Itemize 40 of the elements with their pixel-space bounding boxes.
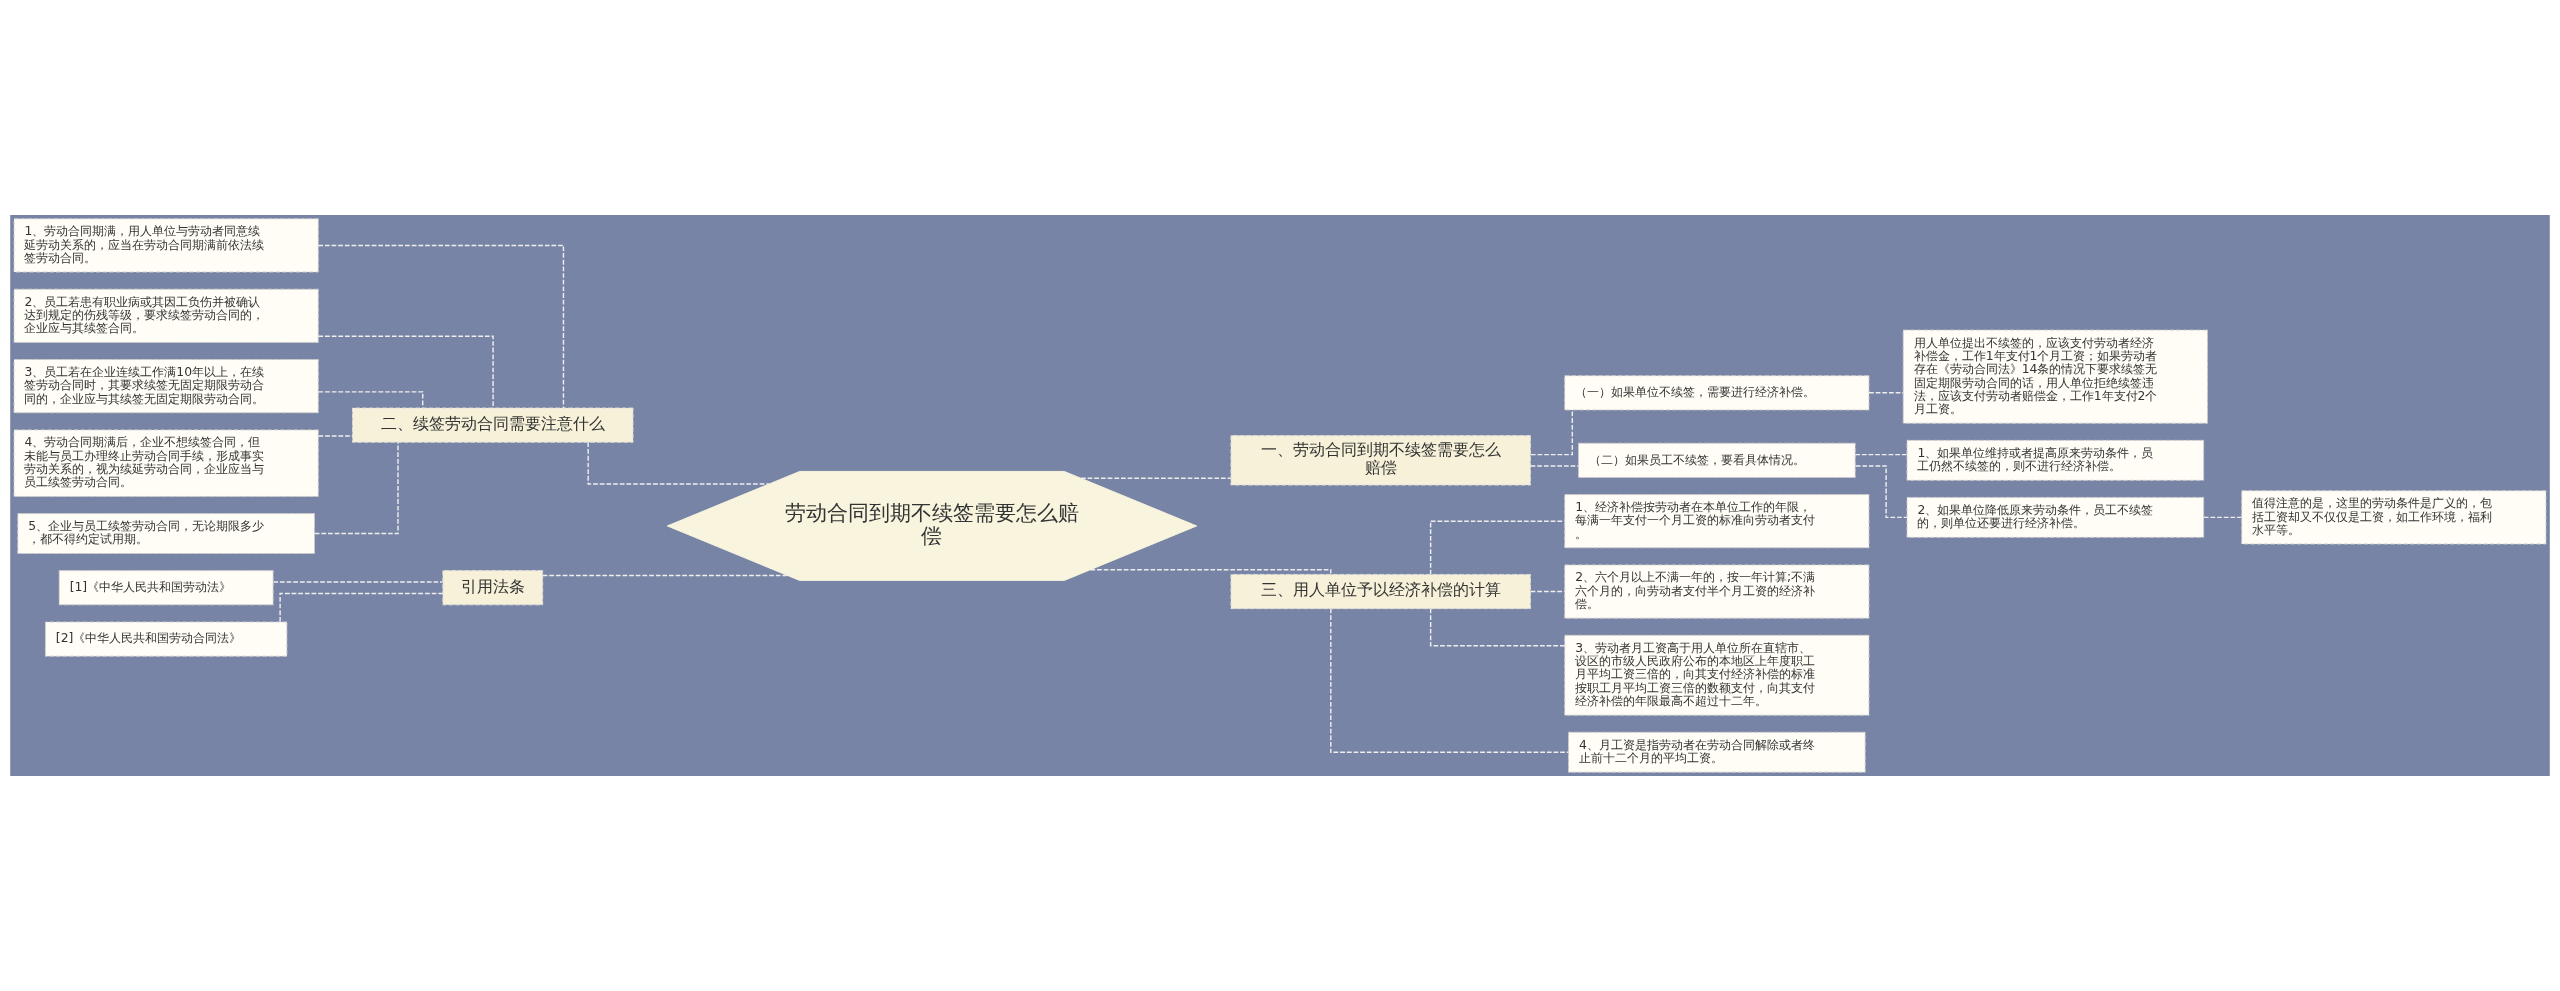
node-box: [2]《中华人民共和国劳动合同法》 xyxy=(44,621,288,657)
connector xyxy=(1429,520,1566,575)
connector xyxy=(1080,477,1232,480)
node-box: 2、如果单位降低原来劳动条件，员工不续签的，则单位还要进行经济补偿。 xyxy=(1906,496,2205,538)
connector xyxy=(1089,568,1332,576)
node-box: 3、员工若在企业连续工作满10年以上，在续签劳动合同时，其要求续签无固定期限劳动合同的，企业应与其续签无固定期限劳动合同。 xyxy=(13,359,319,414)
connector xyxy=(317,335,494,409)
node-box: 用人单位提出不续签的，应该支付劳动者经济补偿金，工作1年支付1个月工资；如果劳动者存在《劳动合同法》14条的情况下要求续签无固定期限劳动合同的话，用人单位拒绝续签违法，应该支付劳动者赔偿金，工作1年支付2个月工资。 xyxy=(1902,329,2208,424)
connector xyxy=(317,391,424,409)
node-box: 二、续签劳动合同需要注意什么 xyxy=(352,407,634,443)
node-box: 5、企业与员工续签劳动合同，无论期限多少，都不得约定试用期。 xyxy=(17,513,315,554)
node-box: （二）如果员工不续签，要看具体情况。 xyxy=(1578,442,1856,478)
connector xyxy=(317,244,565,409)
connector xyxy=(542,574,789,577)
connector xyxy=(313,441,399,535)
node-box: 2、员工若患有职业病或其因工负伤并被确认达到规定的伤残等级，要求续签劳动合同的，企业应与其续签合同。 xyxy=(13,288,319,343)
connector xyxy=(279,592,444,623)
node-box: 1、劳动合同期满，用人单位与劳动者同意续延劳动关系的，应当在劳动合同期满前依法续签劳动合同。 xyxy=(13,218,319,273)
node-box: 3、劳动者月工资高于用人单位所在直辖市、设区的市级人民政府公布的本地区上年度职工月平均工资三倍的，向其支付经济补偿的标准按职工月平均工资三倍的数额支付，向其支付经济补偿的年限最高不超过十二年。 xyxy=(1564,634,1870,716)
connector xyxy=(272,581,444,583)
node-box: 4、月工资是指劳动者在劳动合同解除或者终止前十二个月的平均工资。 xyxy=(1568,731,1866,773)
node-box: 引用法条 xyxy=(442,570,544,606)
node-box: 1、如果单位维持或者提高原来劳动条件，员工仍然不续签的，则不进行经济补偿。 xyxy=(1906,439,2205,481)
connector xyxy=(1530,409,1574,456)
connector xyxy=(1429,607,1566,647)
node-box: 2、六个月以上不满一年的，按一年计算;不满六个月的，向劳动者支付半个月工资的经济补偿。 xyxy=(1564,564,1870,619)
node-box: 三、用人单位予以经济补偿的计算 xyxy=(1230,573,1531,610)
connector xyxy=(1854,453,1908,456)
connector xyxy=(1529,465,1580,467)
node-box: 值得注意的是，这里的劳动条件是广义的，包括工资却又不仅仅是工资，如工作环境，福利水平等。 xyxy=(2241,490,2547,545)
node-box: （一）如果单位不续签，需要进行经济补偿。 xyxy=(1564,375,1870,411)
connector xyxy=(1529,590,1566,593)
node-box: 1、经济补偿按劳动者在本单位工作的年限，每满一年支付一个月工资的标准向劳动者支付。 xyxy=(1564,494,1870,549)
connector xyxy=(1868,392,1904,394)
node-box: 一、劳动合同到期不续签需要怎么赔偿 xyxy=(1230,435,1531,486)
node-box: 4、劳动合同期满后，企业不想续签合同，但未能与员工办理终止劳动合同手续，形成事实劳动关系的，视为续延劳动合同，企业应当与员工续签劳动合同。 xyxy=(13,429,319,497)
connector xyxy=(587,441,770,485)
node-box: [1]《中华人民共和国劳动法》 xyxy=(58,570,274,606)
connector xyxy=(1330,608,1570,753)
connector xyxy=(2203,516,2243,519)
